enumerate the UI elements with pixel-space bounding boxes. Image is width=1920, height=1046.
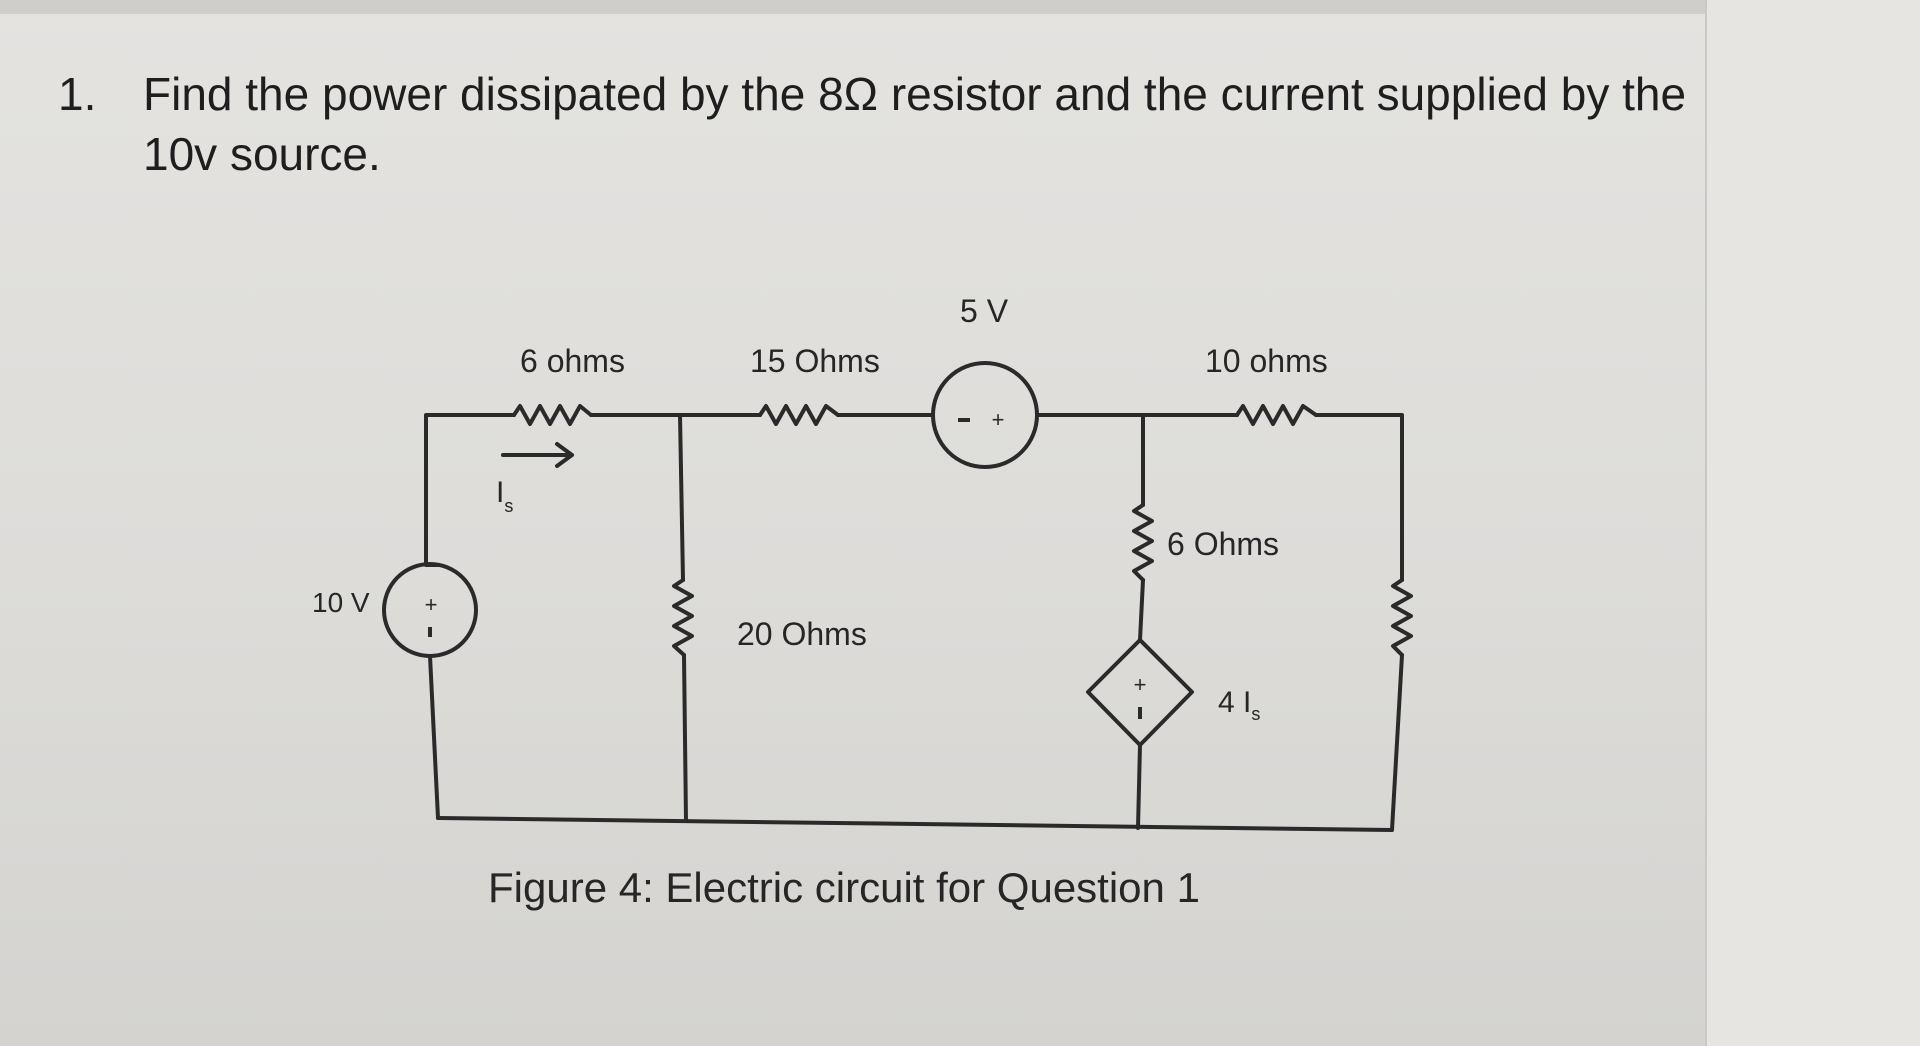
- source-5v-minus-icon: [958, 418, 970, 422]
- question-number: 1.: [58, 68, 97, 120]
- wire-20ohm-bottom: [682, 653, 688, 823]
- label-6-ohms-mid: 6 Ohms: [1167, 526, 1279, 562]
- source-5v-plus-icon: +: [992, 407, 1005, 432]
- current-is-main: I: [496, 476, 504, 509]
- right-margin-band: [1705, 0, 1920, 1046]
- wire-bottom: [436, 816, 1394, 832]
- dep-source-main: 4 I: [1218, 686, 1251, 719]
- wire-10ohm-to-right: [1314, 413, 1404, 582]
- dep-source-minus-icon: [1138, 707, 1142, 719]
- label-dependent-source: 4 Is: [1218, 686, 1260, 724]
- dep-source-sub: s: [1251, 704, 1260, 724]
- source-10v-minus-icon: [428, 627, 432, 637]
- figure-caption: Figure 4: Electric circuit for Question …: [488, 864, 1200, 911]
- dependent-source-diamond: [1086, 638, 1194, 747]
- label-15-ohms: 15 Ohms: [750, 343, 880, 379]
- label-10-ohms: 10 ohms: [1205, 343, 1328, 379]
- source-10v-plus-icon: +: [425, 592, 438, 617]
- label-current-is: Is: [496, 476, 513, 516]
- label-10v: 10 V: [312, 587, 370, 618]
- resistor-6-ohms-mid: [1132, 503, 1154, 582]
- wire-dep-bottom: [1136, 743, 1142, 830]
- wire-right-bottom: [1390, 653, 1404, 832]
- voltage-source-5v: [931, 361, 1039, 469]
- current-arrow-icon: [501, 442, 574, 468]
- dep-source-plus-icon: +: [1134, 672, 1147, 697]
- voltage-source-10v: [382, 562, 478, 658]
- current-is-sub: s: [504, 496, 513, 516]
- wire-left-bottom: [428, 654, 440, 820]
- resistor-8-ohms-right: [1391, 578, 1413, 657]
- label-20-ohms: 20 Ohms: [737, 616, 867, 652]
- resistor-15-ohms: [758, 404, 840, 426]
- wire-6ohm-to-dep: [1138, 578, 1145, 642]
- resistor-20-ohms: [672, 578, 694, 657]
- label-5v: 5 V: [960, 293, 1009, 329]
- question-text: Find the power dissipated by the 8Ω resi…: [143, 68, 1687, 180]
- top-strip: [0, 0, 1920, 14]
- resistor-6-ohms-top: [512, 404, 593, 426]
- label-6-ohms-top: 6 ohms: [520, 343, 625, 379]
- wire-20ohm-top: [678, 413, 685, 582]
- resistor-10-ohms: [1235, 404, 1318, 426]
